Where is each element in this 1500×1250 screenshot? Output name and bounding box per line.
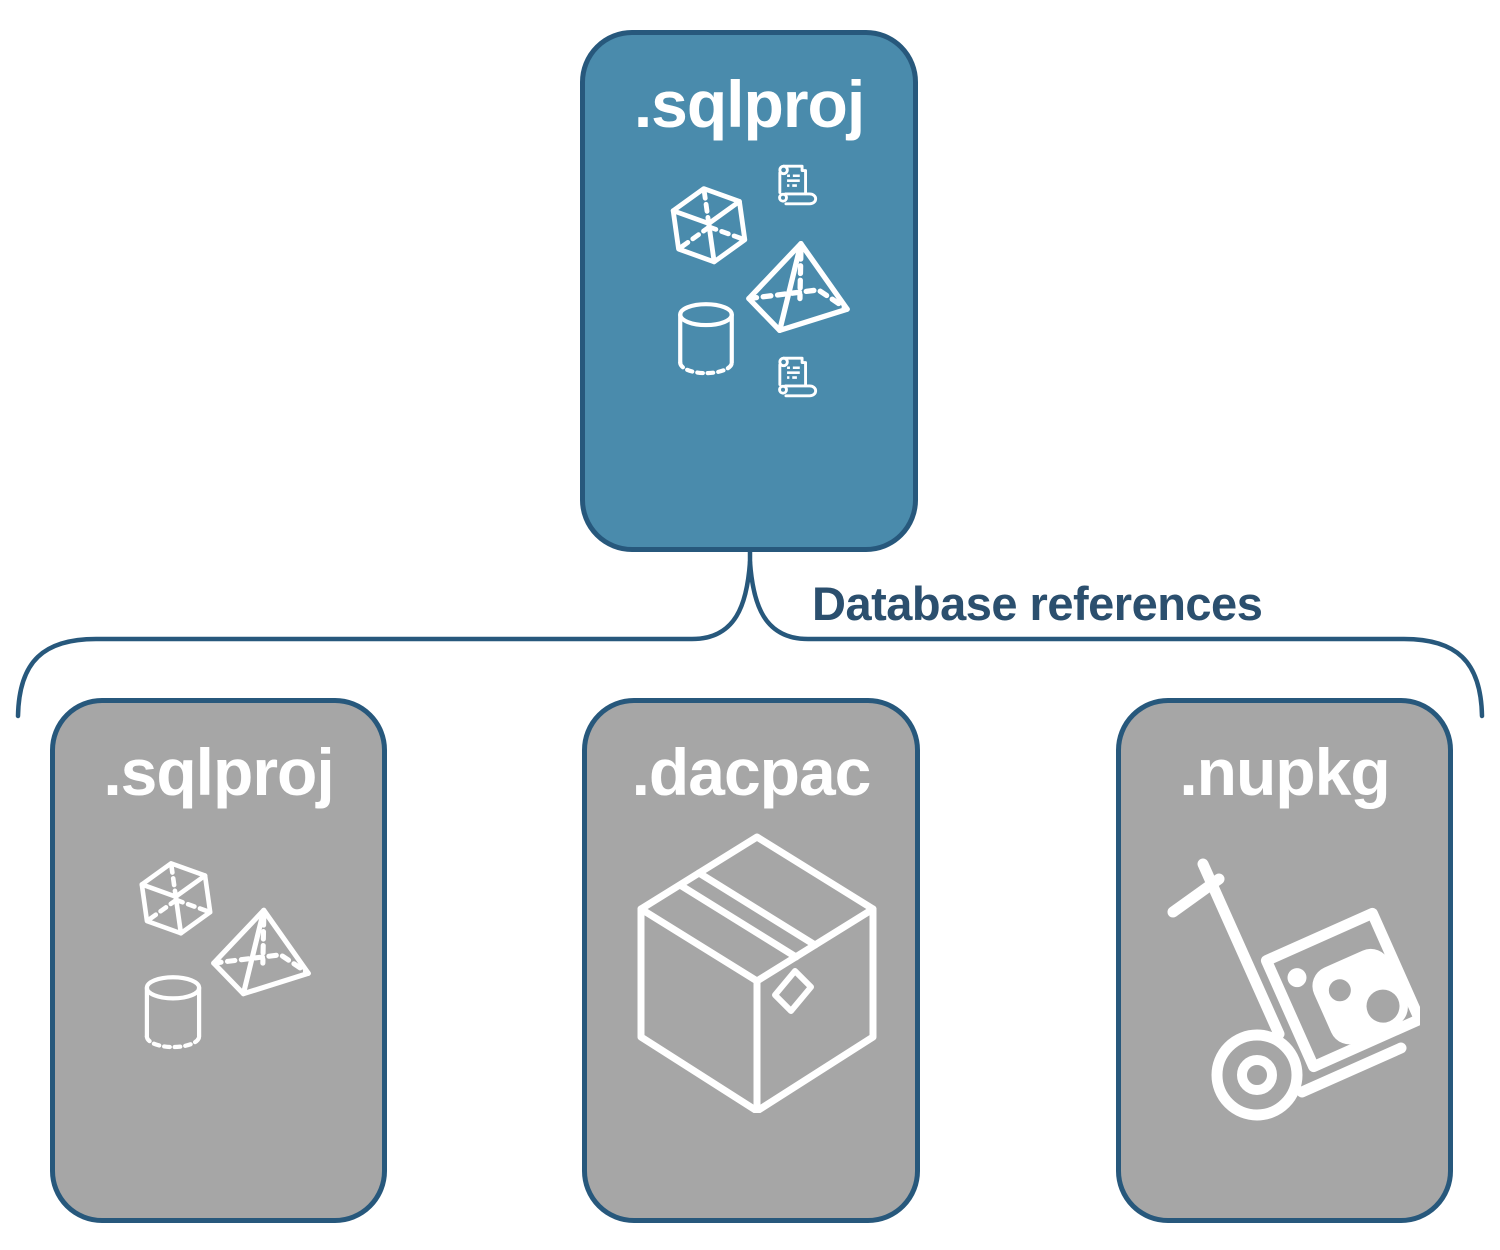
child-node-card-dacpac: .dacpac: [582, 698, 920, 1223]
scroll-icon: [778, 356, 818, 398]
hand-truck-icon: [1167, 858, 1420, 1121]
cube-icon: [670, 186, 748, 265]
package-box-icon: [637, 833, 877, 1113]
pyramid-icon: [211, 907, 311, 997]
node-title: .sqlproj: [103, 735, 334, 809]
child-node-card-nupkg: .nupkg: [1116, 698, 1453, 1223]
node-title: .nupkg: [1179, 735, 1390, 809]
child-node-card-sqlproj: .sqlproj: [50, 698, 387, 1223]
cylinder-icon: [144, 975, 202, 1050]
node-title: .sqlproj: [633, 67, 865, 141]
connector-label: Database references: [812, 577, 1263, 630]
pyramid-icon: [746, 240, 850, 334]
node-title: .dacpac: [631, 735, 872, 809]
cube-icon: [139, 861, 213, 936]
cylinder-icon: [678, 302, 734, 376]
root-node-card: .sqlproj: [580, 30, 918, 552]
scroll-icon: [778, 164, 818, 206]
